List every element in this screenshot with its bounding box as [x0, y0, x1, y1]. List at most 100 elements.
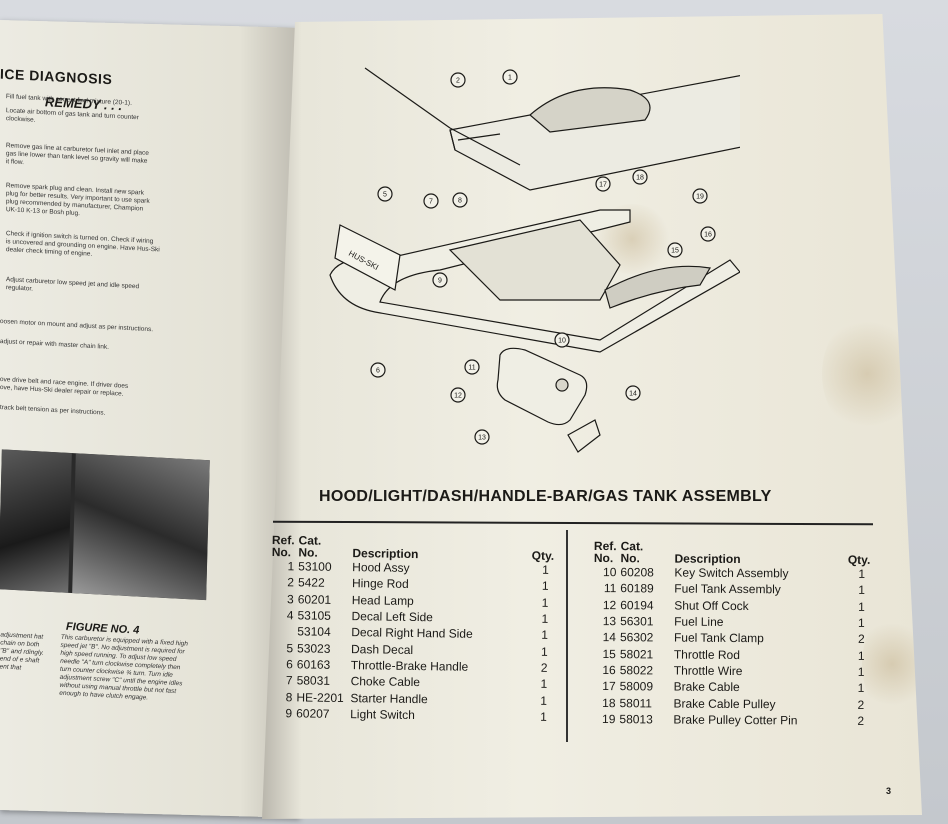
- qty-header: Qty.: [531, 548, 555, 563]
- description-cell: Shut Off Cock: [674, 598, 749, 613]
- ref-header: Ref.No.: [271, 533, 299, 560]
- callout-circle: [692, 188, 708, 204]
- callout-number: 2: [456, 78, 460, 85]
- description-cell: Fuel Line: [674, 614, 724, 629]
- qty-cell: 1: [541, 611, 549, 626]
- side-text: adjustment hat chain on both "B" and rdi…: [0, 631, 44, 672]
- description-header: Description: [674, 551, 741, 567]
- ref-cell: 16: [602, 662, 616, 678]
- stain: [862, 614, 922, 714]
- qty-cell: 1: [541, 595, 549, 610]
- callout-circle: [554, 332, 570, 348]
- stain: [822, 314, 912, 434]
- description-cell: Fuel Tank Assembly: [674, 581, 781, 597]
- callout-number: 14: [629, 391, 637, 398]
- cat-header: Cat.No.: [298, 533, 352, 559]
- cat-cell: 60163: [296, 657, 331, 672]
- ref-cell: 7: [285, 673, 293, 688]
- cat-cell: 60194: [620, 597, 654, 613]
- description-header: Description: [352, 546, 419, 562]
- callout-number: 12: [454, 393, 462, 400]
- callout-circle: [450, 72, 466, 88]
- callout-circle: [474, 429, 490, 445]
- ref-cell: 19: [602, 711, 616, 726]
- ref-cell: 5: [286, 640, 294, 655]
- cat-cell: 53100: [298, 559, 332, 574]
- qty-cell: 2: [857, 632, 865, 647]
- callout-number: 17: [599, 182, 607, 189]
- cat-cell: 60189: [620, 581, 654, 596]
- left-page: ICE DIAGNOSIS REMEDY . . . Fill fuel tan…: [0, 20, 300, 818]
- ref-cell: 11: [603, 581, 617, 596]
- cat-cell: 60208: [620, 565, 654, 580]
- qty-cell: 1: [542, 562, 549, 578]
- callout-circle: [502, 69, 518, 85]
- qty-cell: 1: [540, 693, 548, 708]
- callout-group: 12345678910111213141516171819: [370, 69, 716, 445]
- ref-header-line2: No.: [593, 550, 614, 566]
- qty-cell: 2: [540, 660, 548, 675]
- callout-circle: [464, 359, 480, 375]
- qty-cell: 2: [857, 713, 865, 728]
- clamp-drawing: [567, 419, 601, 453]
- callout-number: 13: [478, 435, 486, 442]
- qty-cell: 1: [857, 648, 865, 663]
- ref-cell: 1: [287, 559, 295, 574]
- qty-cell: 1: [541, 579, 549, 594]
- qty-cell: 1: [540, 676, 548, 692]
- remedy-line: it flow.: [5, 158, 25, 167]
- callout-circle: [452, 192, 468, 208]
- callout-number: 11: [468, 365, 475, 372]
- ref-cell: 6: [286, 657, 293, 672]
- cat-cell: 53105: [297, 608, 332, 623]
- cat-cell: 56302: [619, 630, 654, 645]
- cat-cell: 58022: [619, 663, 654, 678]
- parts-header-row: Ref.No. Cat.No. Description Qty.: [271, 533, 560, 563]
- ref-header: Ref.No.: [593, 539, 621, 566]
- ref-cell: 3: [286, 591, 294, 607]
- ref-cell: 14: [602, 630, 617, 645]
- cat-cell: 58011: [619, 695, 653, 710]
- ref-cell: 15: [602, 646, 616, 661]
- qty-cell: 1: [857, 681, 865, 696]
- callout-circle: [667, 242, 683, 258]
- cat-cell: 58021: [619, 646, 654, 662]
- cat-header: Cat.No.: [620, 539, 675, 566]
- description-cell: Fuel Tank Clamp: [673, 630, 764, 646]
- qty-cell: 1: [857, 664, 865, 679]
- description-cell: Brake Cable: [673, 679, 740, 695]
- qty-cell: 1: [858, 566, 866, 582]
- ref-cell: 17: [602, 679, 616, 694]
- callout-circle: [450, 387, 466, 403]
- cat-header-line2: No.: [620, 551, 640, 566]
- qty-cell: 1: [541, 628, 549, 643]
- callout-number: 7: [429, 199, 433, 206]
- callout-number: 8: [458, 198, 462, 205]
- callout-number: 19: [696, 194, 704, 201]
- callout-number: 15: [671, 248, 679, 255]
- exploded-diagram: HUS-SKI 12345678910111213141516171819: [329, 67, 740, 453]
- cat-cell: 58009: [619, 679, 654, 694]
- callout-circle: [432, 272, 448, 288]
- hood-drawing: [364, 67, 740, 191]
- callout-circle: [370, 362, 386, 378]
- qty-header: Qty.: [847, 552, 871, 567]
- left-page-title: ICE DIAGNOSIS: [0, 65, 113, 88]
- description-cell: Brake Cable Pulley: [673, 696, 776, 711]
- ref-header-line2: No.: [271, 544, 292, 560]
- cat-cell: 56301: [620, 614, 654, 629]
- qty-cell: 1: [858, 583, 866, 598]
- cat-cell: 53104: [297, 624, 331, 640]
- parts-header-row: Ref.No. Cat.No. Description Qty.: [593, 539, 876, 567]
- cat-cell: 58013: [619, 711, 653, 727]
